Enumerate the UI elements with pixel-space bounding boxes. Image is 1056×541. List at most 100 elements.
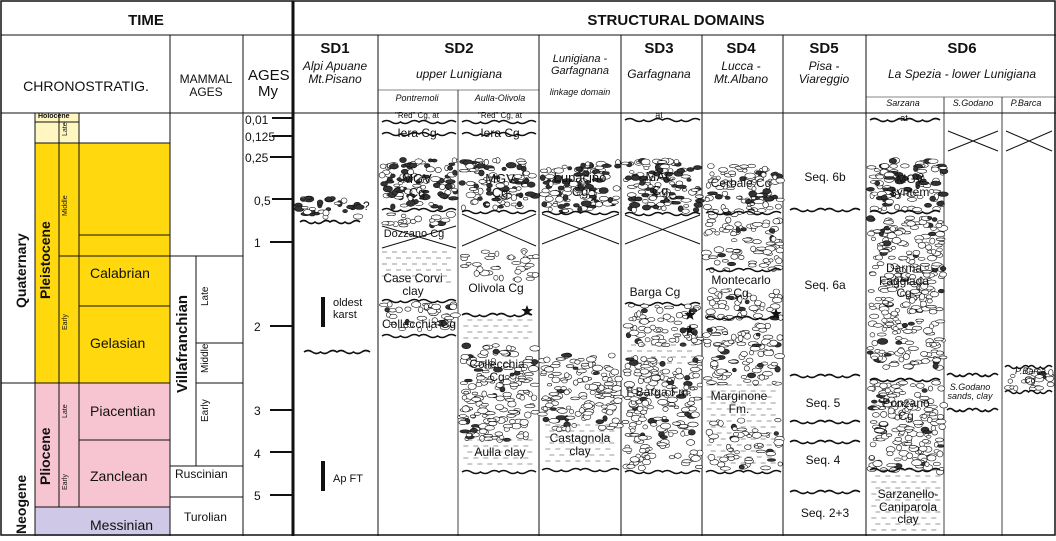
- pebble: [459, 169, 470, 173]
- pebble: [692, 329, 698, 336]
- pebble: [550, 407, 557, 411]
- pebble: [694, 464, 703, 469]
- pebble: [673, 159, 680, 164]
- pebble: [894, 204, 900, 211]
- pebble: [634, 196, 643, 202]
- pebble: [393, 183, 401, 187]
- pebble: [734, 450, 740, 455]
- mammal-turolian: Turolian: [184, 510, 227, 524]
- pebble: [584, 184, 594, 190]
- pebble: [448, 196, 459, 201]
- aulla-iera-cg: Iera Cg: [480, 126, 520, 140]
- pebble: [603, 388, 613, 393]
- castagnola-dashes: [545, 424, 615, 462]
- pebble: [486, 393, 498, 398]
- sd1-oldest-karst: oldest karst: [333, 297, 363, 321]
- pebble: [427, 158, 433, 163]
- pebble: [776, 334, 784, 341]
- pebble: [669, 181, 675, 186]
- pebble: [748, 305, 759, 311]
- pebble: [707, 191, 718, 196]
- pebble: [910, 305, 921, 310]
- pebble: [300, 197, 306, 202]
- pontremoli-collecchia: Collecchia Cg: [381, 317, 457, 331]
- sgodano-cross: [947, 130, 999, 152]
- pebble: [775, 197, 785, 202]
- pebble: [553, 174, 563, 181]
- pebble: [878, 349, 886, 354]
- pebble: [900, 163, 910, 169]
- pebble: [1007, 378, 1013, 384]
- pebble: [309, 212, 316, 217]
- pebble: [901, 322, 909, 328]
- pebble: [439, 193, 449, 199]
- pebble: [867, 385, 876, 391]
- pebble: [866, 215, 875, 222]
- pebble: [445, 210, 456, 218]
- pebble: [762, 201, 769, 209]
- pebble: [911, 207, 923, 212]
- pebble: [921, 358, 930, 364]
- pebble: [879, 421, 888, 427]
- pebble: [408, 162, 418, 169]
- pebble: [881, 309, 889, 316]
- pebble: [869, 455, 875, 460]
- pebble: [486, 182, 493, 188]
- pebble: [725, 248, 734, 253]
- cerbaie-cg: Cerbaie Cg: [710, 176, 772, 190]
- pebble: [761, 165, 769, 173]
- pebble: [610, 200, 619, 205]
- pebble: [705, 222, 714, 227]
- pebble: [684, 303, 692, 309]
- pebble: [567, 166, 573, 171]
- pebble: [531, 272, 540, 278]
- pebble: [464, 378, 473, 383]
- pebble: [342, 209, 348, 214]
- sd3-wave-4: [624, 469, 701, 475]
- pebble: [658, 338, 667, 344]
- sd1-apft: Ap FT: [333, 473, 363, 485]
- stage-gelasian: Gelasian: [90, 335, 146, 351]
- pebble: [651, 388, 657, 395]
- pebble: [459, 381, 468, 386]
- pebble: [516, 201, 523, 208]
- pebble: [637, 189, 646, 195]
- pebble: [492, 348, 500, 355]
- pebble: [930, 166, 940, 173]
- sd4-wave-2: [705, 267, 782, 273]
- olivola-cg: Olivola Cg: [468, 281, 524, 295]
- pebble: [388, 321, 396, 326]
- pebble: [721, 190, 729, 197]
- pebble: [746, 372, 756, 379]
- pebble: [909, 289, 920, 294]
- pebble: [706, 327, 713, 333]
- pebble: [495, 182, 505, 189]
- pebble: [670, 327, 679, 332]
- pebble: [526, 181, 536, 188]
- pebble: [869, 313, 880, 319]
- pebble: [689, 386, 695, 391]
- pebble: [638, 416, 647, 422]
- pebble: [580, 395, 588, 400]
- pebble: [493, 175, 501, 180]
- pebble: [921, 388, 928, 393]
- pebble: [938, 355, 948, 360]
- pebble: [892, 280, 897, 286]
- pont-collecchia-pebbles: [378, 301, 461, 333]
- pebble: [880, 296, 886, 301]
- pebble: [937, 444, 945, 448]
- pebble: [379, 163, 387, 169]
- pebble: [912, 419, 923, 426]
- pebble: [683, 384, 690, 391]
- pebble: [746, 206, 752, 210]
- pontremoli-case-corvi: Case Corvi clay: [383, 271, 443, 298]
- pebble: [560, 386, 567, 391]
- pebble: [871, 340, 878, 347]
- pebble: [762, 258, 770, 263]
- pebble: [513, 174, 523, 179]
- pebble: [460, 353, 470, 360]
- pebble: [751, 343, 762, 347]
- pebble: [668, 431, 674, 438]
- pebble: [1048, 369, 1054, 376]
